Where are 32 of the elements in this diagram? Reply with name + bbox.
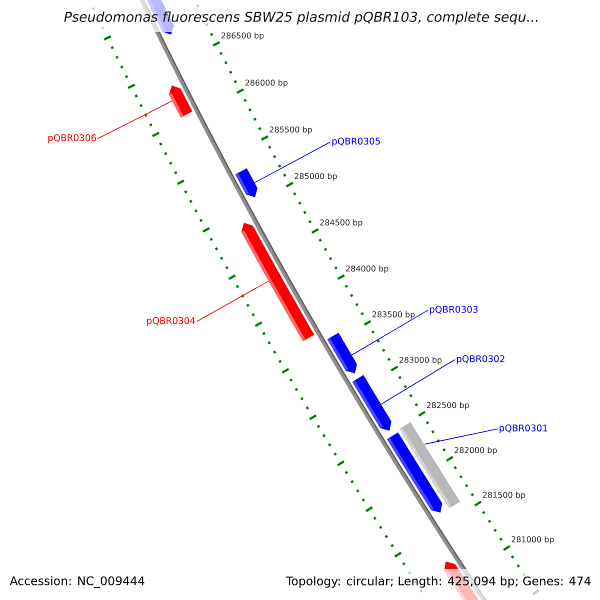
gene-label: pQBR0301: [500, 424, 548, 434]
tick-label: 283000 bp: [399, 356, 442, 364]
tick-label: 282500 bp: [426, 402, 469, 410]
tick-label: 283500 bp: [372, 311, 415, 319]
leader-line: [380, 359, 456, 405]
gene-block: [169, 85, 192, 118]
tick-label: 282000 bp: [454, 446, 497, 455]
gene-block: [327, 332, 357, 374]
tick-label: 286000 bp: [245, 80, 288, 88]
gene-block: [387, 432, 442, 513]
gene-block: [235, 168, 258, 198]
leader-line: [351, 310, 428, 356]
gene-label: pQBR0304: [147, 317, 196, 326]
leader-line: [196, 280, 270, 322]
gene-label: pQBR0305: [332, 138, 380, 146]
title: Pseudomonas fluorescens SBW25 plasmid pQBR103, complete sequ...: [64, 11, 538, 25]
gene-block: [352, 375, 392, 431]
footer-text: Accession: NC_009444: [10, 576, 144, 588]
tick-label: 285000 bp: [294, 172, 337, 181]
leader-line: [97, 100, 173, 140]
gene-label: pQBR0306: [48, 134, 96, 143]
gene-label: pQBR0302: [456, 355, 504, 364]
tick-label: 284500 bp: [320, 219, 362, 228]
tick-label: 284000 bp: [346, 265, 388, 274]
tick-label: 285500 bp: [270, 126, 312, 134]
gene-block: [241, 222, 314, 342]
leader-line: [254, 142, 331, 184]
tick-label: 286500 bp: [221, 32, 264, 40]
tick-label: 281000 bp: [512, 536, 554, 544]
gene-label: pQBR0303: [430, 306, 478, 315]
footer-text: Topology: circular; Length: 425,094 bp; Genes: 474: [286, 576, 591, 588]
tick-label: 281500 bp: [482, 492, 526, 500]
